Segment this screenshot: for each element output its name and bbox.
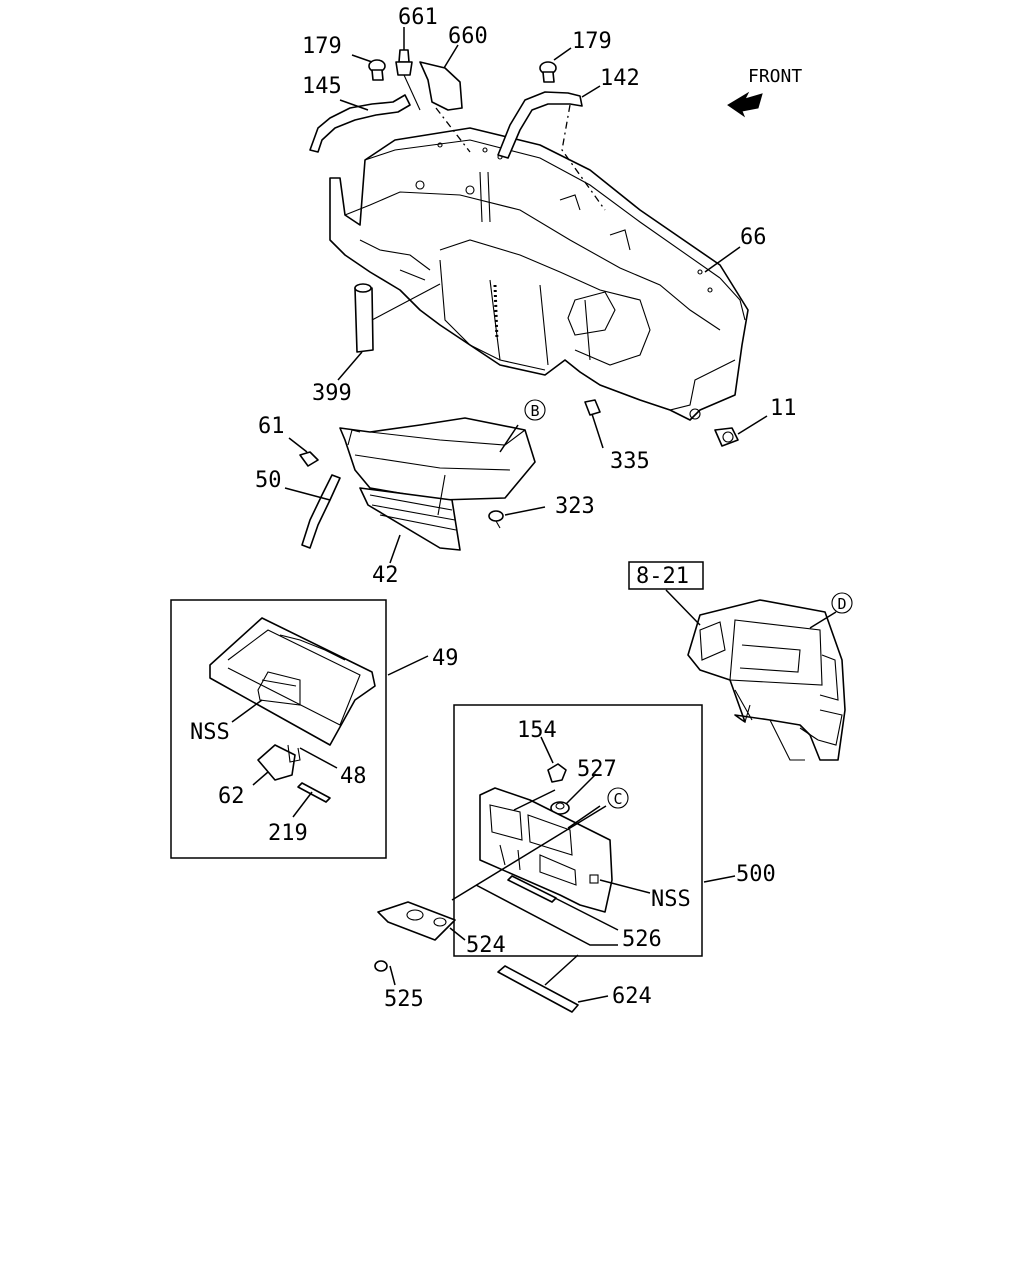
label-142: 142	[600, 66, 640, 91]
part-179-clip-right	[539, 61, 557, 83]
front-label: FRONT	[748, 66, 802, 87]
label-48: 48	[340, 764, 367, 789]
label-145: 145	[302, 74, 342, 99]
label-219: 219	[268, 821, 308, 846]
part-399-tube	[354, 283, 441, 353]
label-50: 50	[255, 468, 282, 493]
part-142-stay	[497, 91, 583, 159]
part-62-lock	[257, 744, 296, 781]
label-nss-glovebox: NSS	[190, 720, 230, 745]
label-61: 61	[258, 414, 285, 439]
label-335: 335	[610, 449, 650, 474]
leader-lines	[231, 27, 837, 1003]
label-ref-8-21: 8-21	[636, 564, 689, 589]
svg-text:D: D	[837, 595, 846, 613]
part-335-clip	[584, 399, 601, 416]
part-524-bracket	[377, 901, 456, 941]
label-154: 154	[517, 718, 557, 743]
instrument-panel-outline	[687, 599, 846, 761]
label-179-left: 179	[302, 34, 342, 59]
part-11-bolt	[714, 427, 739, 447]
glove-box-frame	[170, 599, 387, 859]
label-524: 524	[466, 933, 506, 958]
label-500: 500	[736, 862, 776, 887]
label-399: 399	[312, 381, 352, 406]
label-49: 49	[432, 646, 459, 671]
glove-box-49	[209, 617, 376, 746]
part-660-bracket	[419, 61, 463, 111]
part-323-screw	[488, 510, 504, 529]
label-62: 62	[218, 784, 245, 809]
label-661: 661	[398, 5, 438, 30]
svg-text:C: C	[613, 790, 622, 808]
part-661-bolt	[395, 49, 421, 111]
part-154-clip	[547, 763, 567, 783]
part-179-clip-left	[368, 59, 386, 81]
label-42: 42	[372, 563, 399, 588]
label-11: 11	[770, 396, 797, 421]
part-labels: 661 660 179 179 145 142 66 399 61 335 11…	[190, 5, 797, 1012]
label-526: 526	[622, 927, 662, 952]
label-527: 527	[577, 757, 617, 782]
front-indicator: FRONT	[727, 66, 802, 118]
label-179-right: 179	[572, 29, 612, 54]
part-527-nut	[550, 801, 570, 815]
label-525: 525	[384, 987, 424, 1012]
part-50-seal	[301, 474, 341, 549]
part-48-hinge	[287, 744, 301, 763]
front-arrow-icon	[727, 91, 763, 118]
ref-box-frame	[628, 561, 704, 590]
center-panel-500	[479, 787, 613, 913]
part-145-stay	[309, 94, 411, 153]
label-nss-panel: NSS	[651, 887, 691, 912]
label-323: 323	[555, 494, 595, 519]
part-525-screw	[374, 960, 388, 972]
callout-c: C	[607, 787, 629, 809]
label-660: 660	[448, 24, 488, 49]
dashboard-frame-66	[329, 127, 749, 421]
duct-42	[339, 417, 536, 551]
callout-b: B	[524, 399, 546, 421]
part-219-pin	[297, 782, 331, 803]
callout-d: D	[831, 592, 853, 614]
label-624: 624	[612, 984, 652, 1009]
part-624-strip	[497, 965, 579, 1013]
label-66: 66	[740, 225, 767, 250]
svg-text:B: B	[530, 402, 539, 420]
part-61-screw	[299, 451, 319, 467]
